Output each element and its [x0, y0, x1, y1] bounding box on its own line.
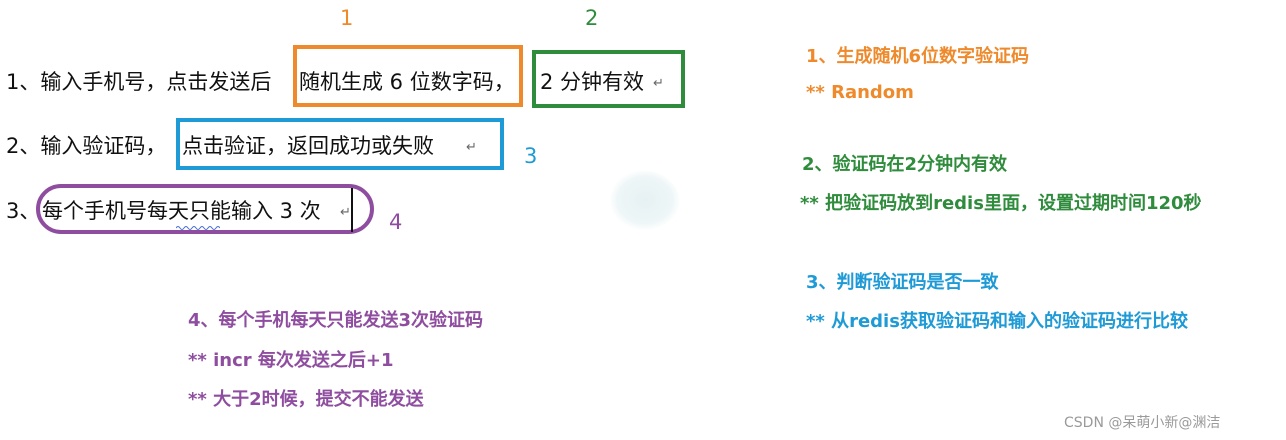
- label-2: 2: [585, 6, 599, 30]
- note3-title: 3、判断验证码是否一致: [806, 272, 999, 293]
- spellcheck-underline: [176, 226, 220, 230]
- watermark-shape: [610, 170, 680, 230]
- label-4: 4: [389, 210, 403, 234]
- line3-part1: 3、: [6, 199, 41, 223]
- note4-detail2: ** 大于2时候，提交不能发送: [188, 389, 424, 410]
- highlight-oval-daily-limit: [36, 184, 374, 234]
- return-mark-icon: ↵: [653, 76, 664, 91]
- highlight-box-random-code: [293, 45, 523, 107]
- highlight-box-two-minutes: [532, 50, 685, 108]
- line1-part3: 2 分钟有效: [540, 70, 645, 94]
- note4-title: 4、每个手机每天只能发送3次验证码: [188, 310, 484, 331]
- footer-credit: CSDN @呆萌小新@渊洁: [1064, 415, 1221, 431]
- note1-detail: ** Random: [806, 82, 914, 103]
- line3-part2: 每个手机号每天只能输入 3 次: [42, 199, 321, 223]
- label-3: 3: [524, 144, 538, 168]
- note4-detail1: ** incr 每次发送之后+1: [188, 350, 394, 371]
- line2-part2: 点击验证，返回成功或失败: [182, 134, 434, 158]
- highlight-box-verify: [176, 118, 504, 170]
- line1-part1: 1、输入手机号，点击发送后: [6, 70, 272, 94]
- note1-title: 1、生成随机6位数字验证码: [806, 46, 1030, 67]
- text-cursor: [351, 188, 353, 232]
- line1-part2: 随机生成 6 位数字码，: [299, 70, 515, 94]
- return-mark-icon: ↵: [466, 140, 477, 155]
- line2-part1: 2、输入验证码，: [6, 134, 167, 158]
- note2-title: 2、验证码在2分钟内有效: [802, 154, 1008, 175]
- label-1: 1: [340, 6, 354, 30]
- note3-detail: ** 从redis获取验证码和输入的验证码进行比较: [806, 311, 1188, 332]
- note2-detail: ** 把验证码放到redis里面，设置过期时间120秒: [800, 193, 1202, 214]
